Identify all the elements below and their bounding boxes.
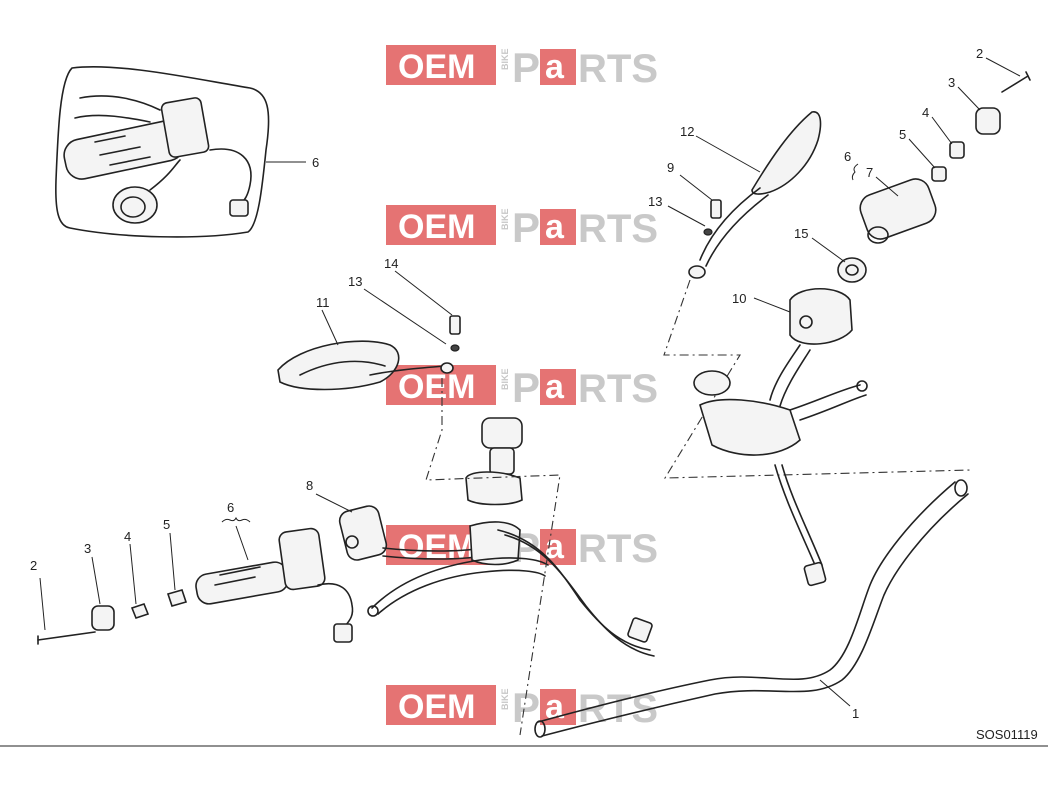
callout-right-3: 3 [948, 75, 955, 90]
right-switch-housing [789, 288, 853, 345]
right-master-cylinder [699, 398, 801, 456]
callout-washer-13-left: 13 [348, 274, 362, 289]
watermark-row-5: OEM BIKE P a RTS [386, 684, 658, 731]
callout-handlebar-1: 1 [852, 706, 859, 721]
callout-mirror-12: 12 [680, 124, 694, 139]
watermark-row-3: OEM BIKE P a RTS [386, 364, 658, 411]
watermark-rts: RTS [578, 367, 658, 411]
watermark-rts: RTS [578, 207, 658, 251]
left-mirror-head [277, 340, 400, 391]
watermark-p: P [512, 364, 540, 411]
right-mirror [688, 111, 822, 279]
left-lever-clamp [338, 505, 388, 561]
right-throttle-ring [837, 257, 867, 283]
callout-right-6: 6 [844, 149, 851, 164]
watermark-oem: OEM [398, 48, 475, 86]
watermark-row-4: OEM BIKE P a RTS [386, 524, 658, 571]
left-bar-end-assembly [37, 527, 354, 645]
callout-inset-6: 6 [312, 155, 319, 170]
watermark-rts: RTS [578, 47, 658, 91]
watermark-bike: BIKE [500, 368, 510, 390]
callout-right-7: 7 [866, 165, 873, 180]
watermark-a: a [545, 208, 565, 246]
watermark-a: a [545, 528, 565, 566]
left-master-cylinder [465, 471, 523, 506]
right-bar-end-weight [975, 107, 1001, 135]
callout-right-15: 15 [794, 226, 808, 241]
callout-right-5: 5 [899, 127, 906, 142]
drawing-code: SOS01119 [976, 727, 1038, 742]
watermark-a: a [545, 688, 565, 726]
left-mirror [277, 315, 461, 391]
right-lever-assembly [693, 288, 868, 587]
watermark-block [386, 45, 496, 85]
callout-left-8: 8 [306, 478, 313, 493]
watermark-p: P [512, 684, 540, 731]
right-grip [859, 178, 937, 240]
callout-screw-9: 9 [667, 160, 674, 175]
left-lever-assembly [338, 417, 655, 657]
callout-switch-10: 10 [732, 291, 746, 306]
callout-left-4: 4 [124, 529, 131, 544]
right-lever-connector [803, 561, 827, 587]
left-grip [195, 561, 289, 605]
watermark-p: P [512, 204, 540, 251]
callout-right-2: 2 [976, 46, 983, 61]
watermark-bike: BIKE [500, 48, 510, 70]
left-mirror-screw [449, 315, 461, 335]
callout-right-4: 4 [922, 105, 929, 120]
inset-grip-detail [55, 65, 270, 238]
right-bar-end-assembly [837, 71, 1031, 283]
right-mirror-head [751, 111, 822, 195]
left-switch-housing [278, 527, 326, 591]
left-reservoir [481, 417, 523, 449]
watermark-a: a [545, 48, 565, 86]
watermark-row-1: OEM BIKE P a RTS [386, 44, 658, 91]
watermark-oem: OEM [398, 208, 475, 246]
watermark-a: a [545, 368, 565, 406]
inset-switch-housing [160, 97, 210, 158]
watermark-oem: OEM [398, 528, 475, 566]
watermark-oem: OEM [398, 368, 475, 406]
left-bar-end-weight [91, 605, 115, 631]
watermark-p: P [512, 44, 540, 91]
watermark-row-2: OEM BIKE P a RTS [386, 204, 658, 251]
watermark-oem: OEM [398, 688, 475, 726]
watermark-bike: BIKE [500, 688, 510, 710]
callout-mirror-11: 11 [316, 295, 330, 310]
left-lever-connector [627, 617, 653, 643]
callout-left-5: 5 [163, 517, 170, 532]
callout-left-3: 3 [84, 541, 91, 556]
callout-left-6: 6 [227, 500, 234, 515]
callout-left-2: 2 [30, 558, 37, 573]
right-reservoir [693, 370, 731, 396]
left-connector [333, 623, 353, 643]
watermark-bike: BIKE [500, 208, 510, 230]
callout-washer-13-right: 13 [648, 194, 662, 209]
right-mirror-screw [710, 199, 722, 219]
callout-screw-14: 14 [384, 256, 398, 271]
handlebar [534, 479, 969, 738]
watermark-rts: RTS [578, 527, 658, 571]
